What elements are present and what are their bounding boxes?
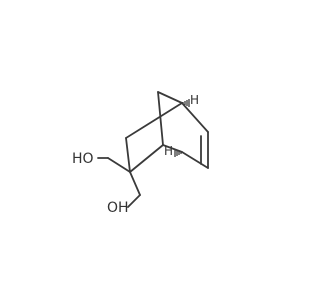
hydrogen-label-upper: H — [190, 93, 199, 107]
hydrogen-label-lower: H — [164, 144, 173, 158]
bond-ch2-oh-lower — [127, 194, 141, 208]
bond-lower-bridgehead-link — [162, 144, 183, 153]
bond-upper-bridgehead-alkene — [181, 102, 209, 133]
molecule-structure: H H HO OH — [72, 91, 209, 216]
stereo-hash-upper — [182, 99, 190, 107]
bond-quaternary-ch2-lower — [129, 171, 141, 196]
hydroxyl-label-lower: OH — [107, 200, 129, 216]
bond-alkene-lower-bridgehead — [181, 151, 209, 169]
bond-quaternary-lower-bridgehead — [129, 144, 164, 173]
bond-upper-bridgehead-ch2 — [125, 102, 183, 139]
hydroxyl-label-upper: HO — [72, 151, 94, 167]
bonds — [97, 91, 209, 208]
bond-bridge-lower — [157, 91, 164, 146]
bond-bridge-upper — [157, 91, 183, 104]
bond-quaternary-ch2-upper — [107, 157, 131, 173]
bond-ch2-quaternary — [125, 137, 131, 173]
stereo-hash-lower — [174, 149, 182, 157]
